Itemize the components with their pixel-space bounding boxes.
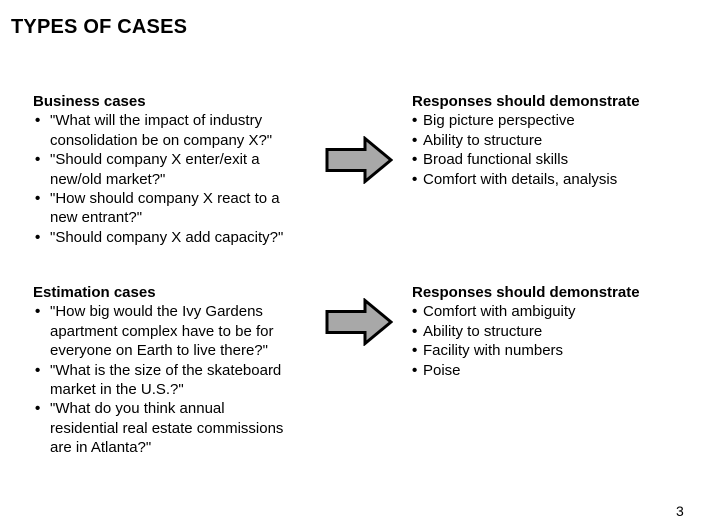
bullet-text: Comfort with ambiguity <box>423 303 576 321</box>
bullet-text: Comfort with details, analysis <box>423 170 618 188</box>
list-item: • Big picture perspective <box>412 111 700 130</box>
bullet-text: Ability to structure <box>423 131 543 149</box>
right-arrow-icon <box>325 136 393 184</box>
bullet-text: Facility with numbers <box>423 342 564 360</box>
bullet-text: "How big would the Ivy Gardens apartment… <box>50 303 274 360</box>
bullet-text: "What will the impact of industry consol… <box>50 112 273 149</box>
bullet-dot-icon: • <box>35 400 41 418</box>
section-heading: Business cases <box>33 93 146 110</box>
bullet-dot-icon: • <box>412 151 418 169</box>
bullet-text: "Should company X enter/exit a new/old m… <box>50 151 260 188</box>
list-item: • "Should company X add capacity?" <box>33 228 305 247</box>
list-item: • Broad functional skills <box>412 150 700 169</box>
bullet-dot-icon: • <box>412 131 418 149</box>
bullet-dot-icon: • <box>35 190 41 208</box>
bullet-dot-icon: • <box>35 112 41 130</box>
list-item: • "How should company X react to a new e… <box>33 189 305 228</box>
section-heading: Responses should demonstrate <box>412 284 640 301</box>
bullet-dot-icon: • <box>412 112 418 130</box>
list-item: • Ability to structure <box>412 322 700 341</box>
list-item: • Comfort with ambiguity <box>412 302 700 321</box>
list-item: • "What do you think annual residential … <box>33 399 305 457</box>
section-business-cases: Business cases • "What will the impact o… <box>33 92 305 247</box>
bullet-dot-icon: • <box>35 303 41 321</box>
right-arrow-icon <box>325 298 393 346</box>
bullet-dot-icon: • <box>35 151 41 169</box>
list-item: • Ability to structure <box>412 131 700 150</box>
list-item: • "How big would the Ivy Gardens apartme… <box>33 302 305 360</box>
bullet-text: Big picture perspective <box>423 112 575 130</box>
bullet-dot-icon: • <box>412 170 418 188</box>
bullet-dot-icon: • <box>35 228 41 246</box>
bullet-dot-icon: • <box>412 342 418 360</box>
slide-title: TYPES OF CASES <box>11 16 188 38</box>
right-arrow-shape <box>325 298 393 346</box>
page-number: 3 <box>676 503 684 519</box>
section-estimation-responses: Responses should demonstrate • Comfort w… <box>412 283 700 380</box>
section-heading: Responses should demonstrate <box>412 93 640 110</box>
section-estimation-cases: Estimation cases • "How big would the Iv… <box>33 283 305 458</box>
bullet-dot-icon: • <box>35 361 41 379</box>
list-item: • "Should company X enter/exit a new/old… <box>33 150 305 189</box>
bullet-dot-icon: • <box>412 361 418 379</box>
list-item: • Facility with numbers <box>412 341 700 360</box>
list-item: • Poise <box>412 361 700 380</box>
bullet-dot-icon: • <box>412 322 418 340</box>
list-item: • "What is the size of the skateboard ma… <box>33 361 305 400</box>
bullet-text: "What is the size of the skateboard mark… <box>50 361 282 399</box>
list-item: • "What will the impact of industry cons… <box>33 111 305 150</box>
bullet-text: Poise <box>423 361 461 379</box>
section-business-responses: Responses should demonstrate • Big pictu… <box>412 92 700 189</box>
bullet-text: "What do you think annual residential re… <box>50 400 284 457</box>
bullet-text: Broad functional skills <box>423 151 569 169</box>
bullet-dot-icon: • <box>412 303 418 321</box>
section-heading: Estimation cases <box>33 284 156 301</box>
bullet-text: "How should company X react to a new ent… <box>50 190 280 227</box>
right-arrow-shape <box>325 136 393 184</box>
bullet-text: "Should company X add capacity?" <box>50 228 284 246</box>
bullet-text: Ability to structure <box>423 322 543 340</box>
list-item: • Comfort with details, analysis <box>412 170 700 189</box>
